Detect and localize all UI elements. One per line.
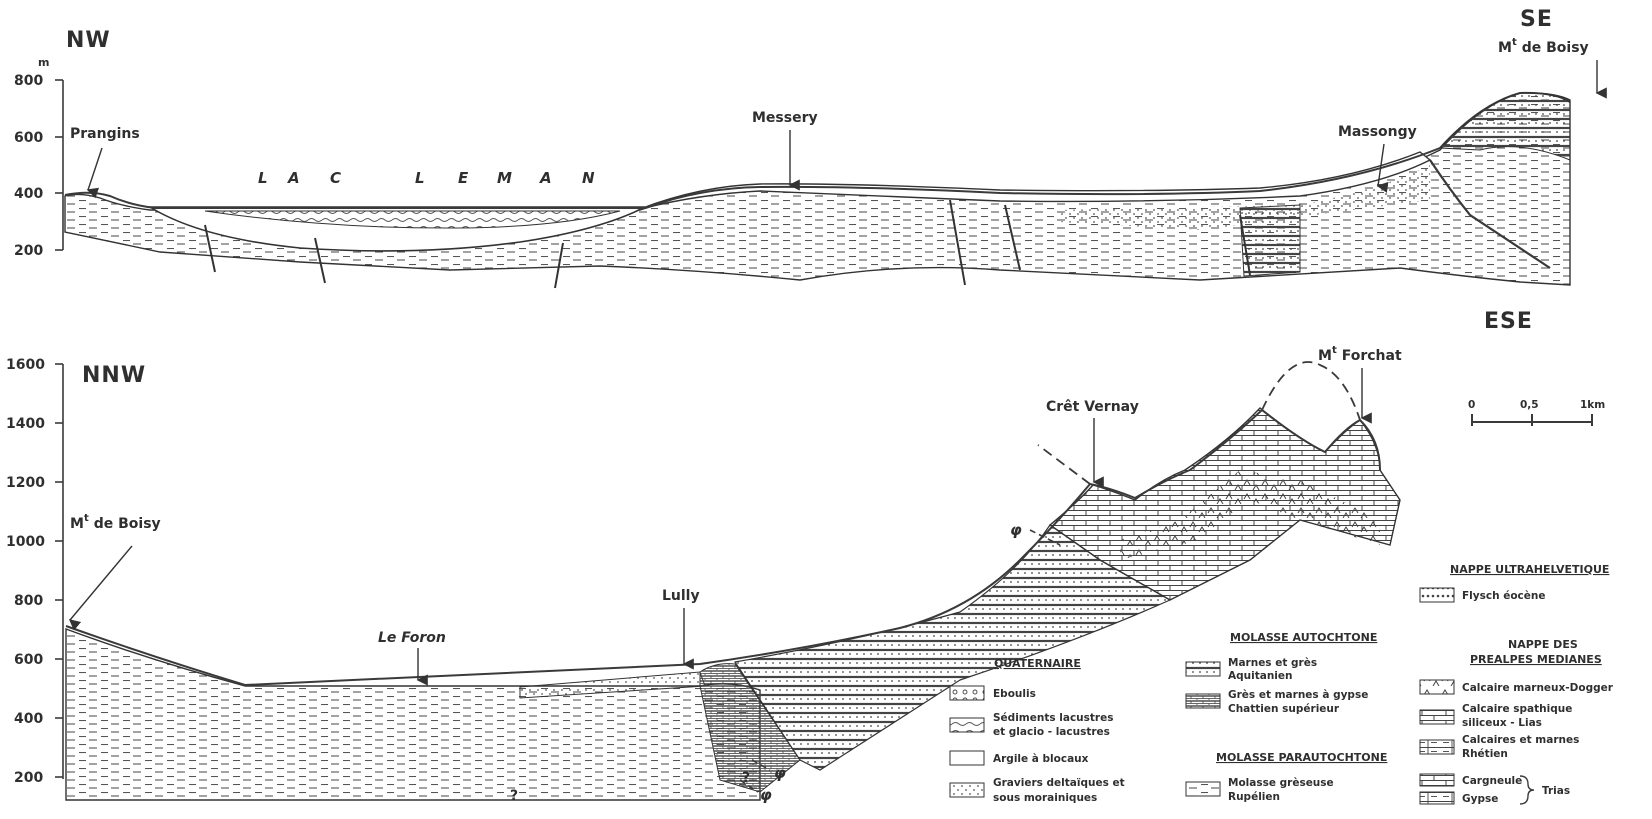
- bottom-y-tick: 1000: [6, 534, 45, 550]
- label-massongy: Massongy: [1338, 124, 1417, 140]
- legend-label: Argile à blocaux: [993, 753, 1089, 765]
- legend-molasse-parautochtone: MOLASSE PARAUTOCHTONE Molasse grèseuse R…: [1186, 751, 1387, 803]
- legend-label: Grès et marnes à gypse: [1228, 689, 1368, 701]
- legend-label: Graviers deltaïques et: [993, 777, 1125, 789]
- legend-swatch-lacustres: [950, 718, 984, 732]
- bottom-y-tick: 1600: [6, 357, 45, 373]
- top-y-tick: 400: [14, 186, 43, 202]
- legend-quaternaire: QUATERNAIRE Eboulis Sédiments lacustres …: [950, 657, 1125, 804]
- legend-heading: QUATERNAIRE: [994, 657, 1081, 670]
- scale-bar: 0 0,5 1km: [1468, 399, 1605, 426]
- phi-symbol: φ: [774, 764, 786, 782]
- bottom-y-tick: 400: [14, 711, 43, 727]
- legend-label: Cargneule: [1462, 775, 1522, 787]
- legend-swatch-flysch: [1420, 588, 1454, 602]
- bottom-cross-section: NNW ESE 1600 1400 1200 1000 800 600 400 …: [6, 309, 1533, 804]
- lake-letter: M: [497, 169, 514, 187]
- legend-label: Rupélien: [1228, 791, 1280, 803]
- lake-letter: L: [415, 169, 427, 187]
- legend-heading: NAPPE ULTRAHELVETIQUE: [1450, 563, 1609, 576]
- legend-label: sous morainiques: [993, 792, 1097, 804]
- legend-nappe-prealpes: NAPPE DES PREALPES MEDIANES Calcaire mar…: [1420, 638, 1614, 805]
- legend-label: siliceux - Lias: [1462, 717, 1542, 729]
- bottom-y-axis: 1600 1400 1200 1000 800 600 400 200: [6, 357, 63, 786]
- lake-letter: C: [330, 169, 343, 187]
- legend-heading: MOLASSE AUTOCHTONE: [1230, 631, 1377, 644]
- label-lully: Lully: [662, 588, 700, 604]
- bottom-orientation-right: ESE: [1484, 309, 1533, 334]
- bottom-y-tick: 1400: [6, 416, 45, 432]
- label-prangins: Prangins: [70, 126, 140, 142]
- top-y-tick: 200: [14, 243, 43, 259]
- legend-label: Sédiments lacustres: [993, 712, 1113, 724]
- arrow-mt-de-boisy-bottom: [70, 546, 132, 620]
- question-mark: ?: [742, 770, 750, 786]
- legend-label: Gypse: [1462, 793, 1498, 805]
- lake-letter: A: [539, 169, 554, 187]
- legend-swatch-argile: [950, 751, 984, 765]
- lake-letter: A: [287, 169, 302, 187]
- legend-label: Trias: [1542, 785, 1570, 797]
- phi-symbol: φ: [1010, 521, 1022, 539]
- top-y-tick: 800: [14, 73, 43, 89]
- top-orientation-left: NW: [66, 28, 111, 53]
- legend-swatch-graviers: [950, 783, 984, 797]
- scale-label: 0,5: [1520, 399, 1539, 411]
- legend-molasse-autochtone: MOLASSE AUTOCHTONE Marnes et grès Aquita…: [1186, 631, 1377, 715]
- bottom-eroded-cret: [1038, 445, 1090, 484]
- legend-label: Rhétien: [1462, 748, 1508, 760]
- legend-label: Eboulis: [993, 688, 1036, 700]
- bottom-y-tick: 1200: [6, 475, 45, 491]
- legend-label: Calcaires et marnes: [1462, 734, 1579, 746]
- legend-swatch-lias: [1420, 710, 1454, 724]
- bottom-y-tick: 800: [14, 593, 43, 609]
- legend-label: Flysch éocène: [1462, 590, 1546, 602]
- scale-label: 1km: [1580, 399, 1605, 411]
- top-axis-unit: m: [38, 56, 49, 69]
- label-messery: Messery: [752, 110, 818, 126]
- legend-swatch-chattien: [1186, 694, 1220, 708]
- label-mt-de-boisy-top: Mtde Boisy: [1498, 37, 1589, 56]
- bottom-y-tick: 600: [14, 652, 43, 668]
- legend-label: et glacio - lacustres: [993, 726, 1110, 738]
- legend-swatch-rupelien: [1186, 782, 1220, 796]
- bottom-eroded-anticline: [1262, 362, 1360, 420]
- arrow-prangins: [88, 148, 102, 190]
- legend-nappe-ultrahelvetique: NAPPE ULTRAHELVETIQUE Flysch éocène: [1420, 563, 1609, 602]
- legend-label: Marnes et grès: [1228, 657, 1317, 669]
- top-cross-section: NW SE m 800 600 400 200: [14, 7, 1597, 288]
- legend-swatch-eboulis: [950, 686, 984, 700]
- question-mark: ?: [510, 788, 518, 804]
- label-cret-vernay: Crêt Vernay: [1046, 399, 1139, 415]
- lake-letter: N: [582, 169, 597, 187]
- legend-heading: NAPPE DES: [1508, 638, 1578, 651]
- legend-swatch-gypse: [1420, 792, 1454, 804]
- legend-label: Calcaire marneux-Dogger: [1462, 682, 1614, 694]
- bottom-orientation-left: NNW: [82, 363, 146, 388]
- legend-label: Calcaire spathique: [1462, 703, 1572, 715]
- legend-label: Molasse grèseuse: [1228, 777, 1334, 789]
- legend-swatch-cargneule: [1420, 774, 1454, 786]
- top-y-tick: 600: [14, 130, 43, 146]
- bottom-molasse-parautochtone: [66, 629, 760, 800]
- legend-swatch-dogger: [1420, 680, 1454, 694]
- legend-heading: MOLASSE PARAUTOCHTONE: [1216, 751, 1387, 764]
- scale-label: 0: [1468, 399, 1475, 411]
- legend-label: Aquitanien: [1228, 670, 1293, 682]
- top-orientation-right: SE: [1520, 7, 1553, 32]
- phi-symbol: φ: [760, 786, 772, 804]
- top-y-axis: 800 600 400 200: [14, 73, 63, 259]
- legend-swatch-aquitanien: [1186, 662, 1220, 676]
- lake-letter: E: [458, 169, 470, 187]
- legend-label: Chattien supérieur: [1228, 703, 1340, 715]
- bottom-y-tick: 200: [14, 770, 43, 786]
- legend-heading: PREALPES MEDIANES: [1470, 653, 1602, 666]
- label-le-foron: Le Foron: [378, 630, 446, 646]
- lake-leman-label: L A C L E M A N: [258, 169, 597, 187]
- lake-letter: L: [258, 169, 270, 187]
- legend-swatch-rhetien: [1420, 740, 1454, 754]
